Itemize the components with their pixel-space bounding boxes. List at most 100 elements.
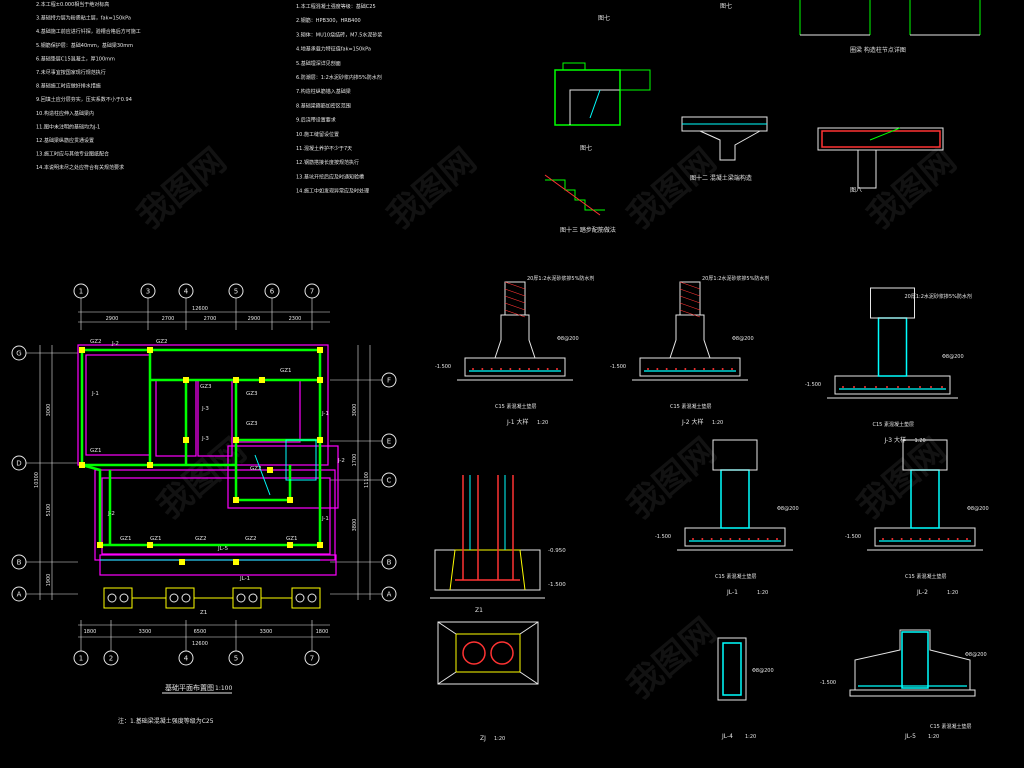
plan-label: GZ3 [200,384,212,390]
column [233,377,239,383]
note-line: 8.基础施工时应做好排水措施 [36,83,101,90]
hatch-line [679,295,701,304]
rebar-label: Φ8@200 [557,336,579,342]
detail-slab [619,69,651,91]
note-line: 5.基础埋深详见剖面 [296,60,341,67]
rebar-dot [703,368,705,370]
axis-top-label: 4 [184,288,189,296]
rebar-dot [509,368,512,370]
dimension-text: 3300 [260,629,273,635]
rebar-dot [472,368,474,370]
dimension-text: 2700 [204,316,217,322]
axis-right-label: C [387,477,392,485]
beam-outline [717,637,747,701]
cushion-label: C15 素混凝土垫层 [873,421,914,428]
column [233,497,239,503]
detail-z1: -0.950 -1.500 Z1 [430,475,566,614]
zj-line [437,621,457,635]
section-title: J-1 大样 [506,418,528,426]
rebar-dot [712,368,715,370]
rebar-dot [729,538,732,540]
column [287,497,293,503]
foundation-beams [80,348,322,547]
cyan-line [254,454,271,496]
section-title: J-2 大样 [681,418,703,426]
rebar-dot [766,538,769,540]
plan-label: J-1 [91,391,99,397]
rebar-dot [941,386,943,388]
footing-base [874,527,976,547]
beam-rebar-cage [901,631,929,689]
watermark-text: 我图网 [620,431,724,527]
plan-label: GZ2 [195,536,207,542]
watermark-text: 我图网 [620,611,724,707]
rebar-dot [647,368,649,370]
dimension-text: 3300 [139,629,152,635]
axis-right-label: F [387,377,391,385]
hatch-line [679,309,701,318]
foundation-outline [101,477,331,555]
column [147,542,153,548]
dimension-text: 1800 [84,629,97,635]
rebar-dot [721,368,724,370]
note-line: 6.基础垫层C15混凝土，厚100mm [36,55,115,62]
column [267,467,273,473]
elev-label: -1.500 [435,364,451,370]
footing-base [639,357,741,377]
general-notes-left: 2.本工程±0.000相当于绝对标高3.基础持力层为粉质粘土层，fak=150k… [36,1,141,171]
pile [107,593,117,603]
elev-label: -1.500 [805,382,821,388]
pile [248,593,258,603]
plan-label: GZ1 [150,536,162,542]
zj-outline [437,621,539,685]
zj-pile [490,641,514,665]
plan-label: GZ2 [250,466,262,472]
rebar-dot [891,538,894,540]
rebar-dot [947,538,950,540]
plan-labels: GZ2 GZ2 J-2 J-1 GZ1 GZ3 J-3 J-3 GZ3 GZ3 … [90,339,345,616]
note-line: 1.本工程混凝土强度等级：基础C25 [296,3,376,10]
dimension-text: 2300 [289,316,302,322]
hatch-line [679,288,701,297]
note-line: 11.图中未注明的基础均为J-1 [36,123,100,130]
footing-base [684,527,786,547]
dimension-text: 6500 [194,629,207,635]
hatch-line [504,288,526,297]
section-scale: 1:20 [537,420,548,426]
rebar-dot [748,538,750,540]
rebar-dot [675,368,677,370]
rebar-dot [684,368,687,370]
zj-pile [462,641,486,665]
plan-label: J-2 [337,458,345,464]
rebar-dot [886,386,888,388]
dimension-text: 2900 [106,316,119,322]
section-scale: 1:20 [947,590,958,596]
rebar-dot [910,538,912,540]
axis-left-label: D [16,460,21,468]
rebar-dot [776,538,778,540]
column [233,559,239,565]
note-line: 7.构造柱纵筋锚入基础梁 [296,88,351,95]
note-line: 8.基础梁箍筋加密区范围 [296,102,351,109]
beam-outline [854,629,971,690]
foundation-outline [85,354,151,456]
axis-bottom-label: 5 [234,655,238,663]
column-rebar-cage [720,469,750,529]
footing-base [464,357,566,377]
pile-caps [103,587,321,609]
rebar-dot [546,368,549,370]
column [317,437,323,443]
pile [236,593,246,603]
rebar-dot [757,538,760,540]
rebar-dot [528,368,530,370]
hatch-line [504,281,526,290]
foundation-outline [99,554,337,576]
axis-left-label: A [17,591,22,599]
foundation-outline [155,379,197,457]
axis-top-label: 1 [79,288,83,296]
rebar-dot [966,538,968,540]
note-line: 4.地基承载力特征值fak=150kPa [296,46,371,53]
column [233,437,239,443]
